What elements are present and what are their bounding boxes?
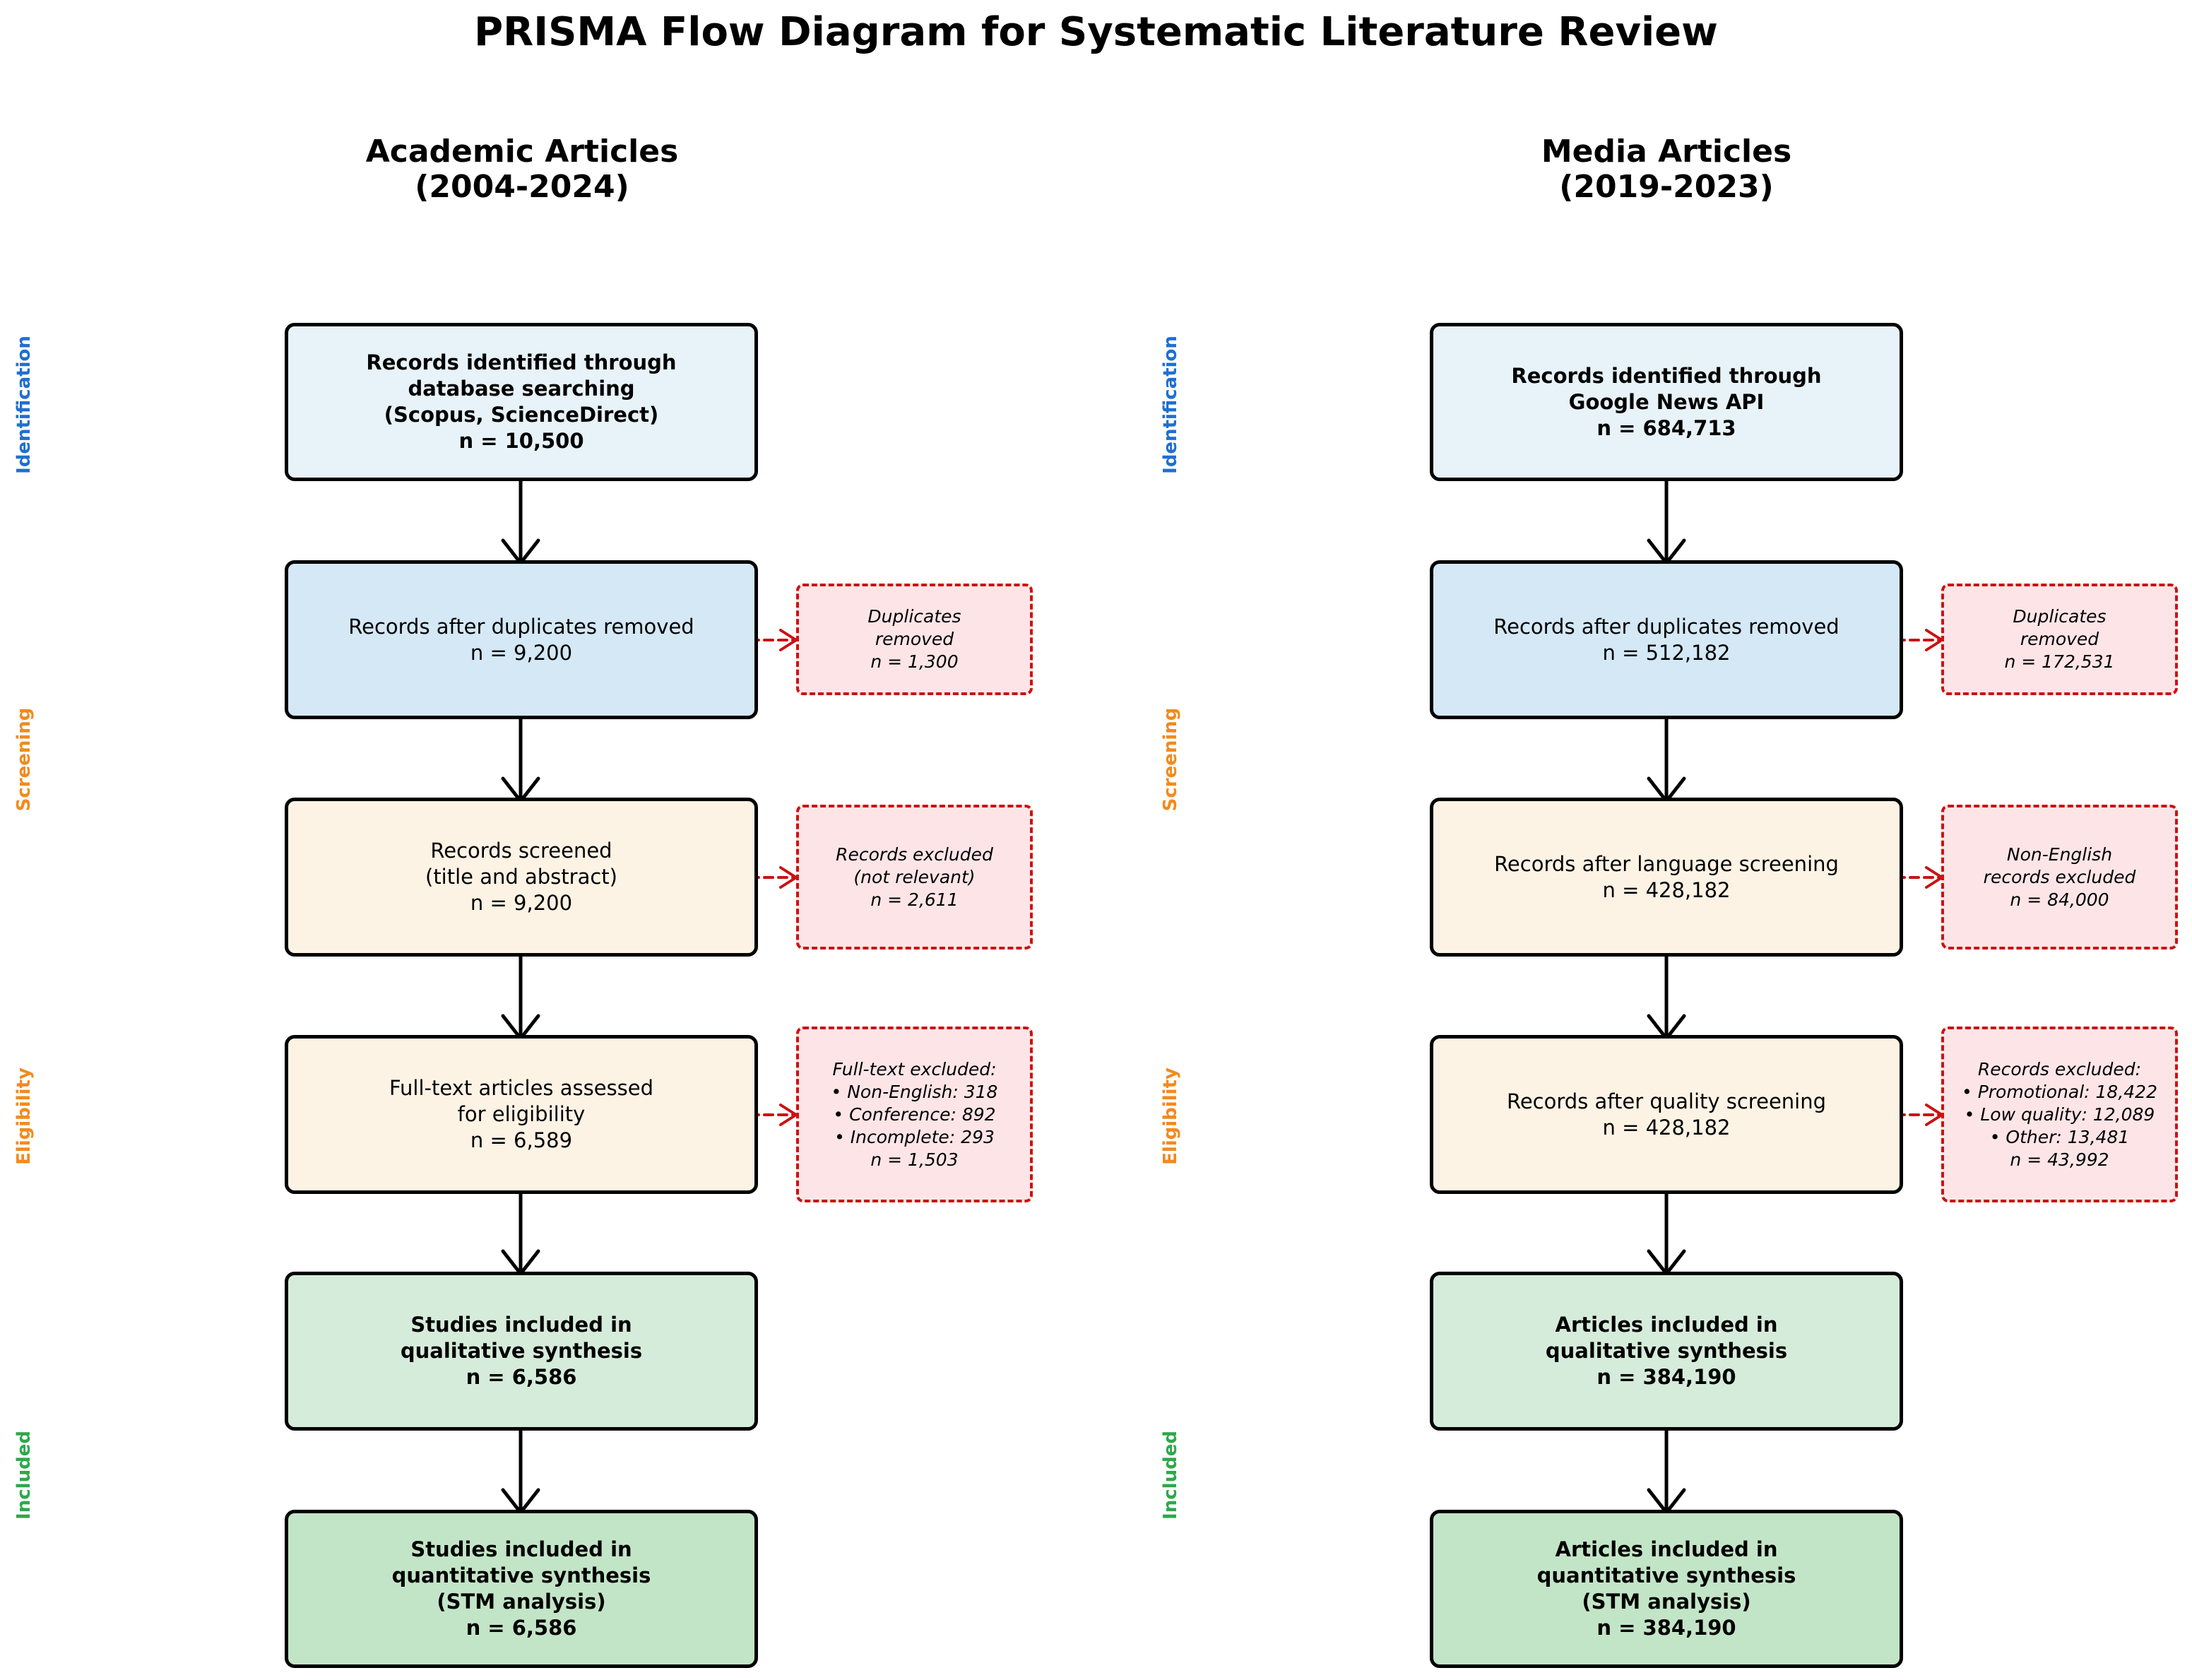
- box-line: n = 9,200: [470, 891, 573, 915]
- excl-line: n = 43,992: [2010, 1149, 2109, 1170]
- excl-line: removed: [2020, 629, 2099, 649]
- academic-heading: Academic Articles (2004-2024): [239, 134, 805, 205]
- academic-heading-line: Academic Articles: [365, 134, 679, 170]
- box-line: Records identified through: [1511, 363, 1822, 388]
- media-heading-line: Media Articles: [1541, 134, 1792, 170]
- academic-qualitative-box: Studies included in qualitative synthesi…: [285, 1272, 758, 1431]
- excl-line: records excluded: [1983, 866, 2136, 887]
- media-excluded-screening-box: Non-English records excluded n = 84,000: [1941, 805, 2178, 950]
- excl-line: • Conference: 892: [833, 1104, 996, 1125]
- box-line: quantitative synthesis: [1536, 1563, 1796, 1587]
- box-line: qualitative synthesis: [400, 1339, 643, 1363]
- box-line: Studies included in: [410, 1537, 632, 1561]
- excl-line: n = 1,503: [870, 1149, 959, 1170]
- box-line: Records after duplicates removed: [348, 614, 694, 639]
- box-line: n = 6,586: [466, 1365, 577, 1389]
- box-line: Records screened: [430, 839, 612, 863]
- box-line: for eligibility: [457, 1102, 586, 1126]
- media-excluded-fulltext-box: Records excluded: • Promotional: 18,422 …: [1941, 1027, 2178, 1202]
- box-line: n = 428,182: [1602, 1115, 1731, 1140]
- box-line: Records after duplicates removed: [1493, 614, 1839, 639]
- box-line: Full-text articles assessed: [389, 1076, 654, 1100]
- box-line: (STM analysis): [1582, 1590, 1751, 1614]
- excl-line: n = 84,000: [2010, 889, 2109, 910]
- media-screened-box: Records after language screening n = 428…: [1430, 798, 1903, 957]
- media-qualitative-box: Articles included in qualitative synthes…: [1430, 1272, 1903, 1431]
- excl-line: Full-text excluded:: [832, 1058, 997, 1079]
- excl-line: Records excluded:: [1977, 1058, 2142, 1079]
- excl-line: n = 2,611: [870, 889, 959, 910]
- excl-line: • Promotional: 18,422: [1962, 1081, 2157, 1102]
- academic-excluded-duplicates-box: Duplicates removed n = 1,300: [796, 584, 1033, 695]
- box-line: Articles included in: [1555, 1537, 1778, 1561]
- box-line: Google News API: [1568, 389, 1765, 414]
- box-line: n = 684,713: [1596, 415, 1736, 440]
- excl-line: n = 1,300: [870, 651, 959, 672]
- box-line: Records identified through: [366, 350, 677, 374]
- diagram-title: PRISMA Flow Diagram for Systematic Liter…: [474, 9, 1718, 55]
- box-line: database searching: [408, 377, 635, 401]
- academic-heading-line: (2004-2024): [415, 169, 629, 205]
- box-line: (title and abstract): [425, 865, 617, 889]
- media-eligibility-box: Records after quality screening n = 428,…: [1430, 1035, 1903, 1194]
- media-quantitative-box: Articles included in quantitative synthe…: [1430, 1510, 1903, 1668]
- box-line: Records after language screening: [1494, 851, 1839, 876]
- excl-line: • Non-English: 318: [831, 1081, 998, 1102]
- excl-line: Records excluded: [836, 844, 993, 865]
- media-heading: Media Articles (2019-2023): [1384, 134, 1949, 205]
- box-line: n = 512,182: [1602, 640, 1731, 665]
- excl-line: • Other: 13,481: [1989, 1126, 2130, 1147]
- box-line: n = 9,200: [470, 640, 573, 665]
- media-heading-line: (2019-2023): [1559, 169, 1774, 205]
- academic-deduplicated-box: Records after duplicates removed n = 9,2…: [285, 560, 758, 719]
- excl-line: Duplicates: [867, 606, 961, 627]
- box-line: n = 428,182: [1602, 877, 1731, 902]
- box-line: n = 384,190: [1596, 1616, 1736, 1640]
- academic-screened-box: Records screened (title and abstract) n …: [285, 798, 758, 957]
- excl-line: n = 172,531: [2004, 651, 2115, 672]
- box-line: Records after quality screening: [1506, 1089, 1827, 1113]
- excl-line: • Low quality: 12,089: [1964, 1104, 2155, 1125]
- excl-line: Duplicates: [2013, 606, 2107, 627]
- box-line: (STM analysis): [437, 1590, 606, 1614]
- excl-line: • Incomplete: 293: [834, 1126, 995, 1147]
- box-line: n = 6,586: [466, 1616, 577, 1640]
- excl-line: (not relevant): [853, 866, 976, 887]
- box-line: Articles included in: [1555, 1313, 1778, 1337]
- box-line: n = 6,589: [470, 1128, 573, 1152]
- box-line: quantitative synthesis: [391, 1563, 651, 1587]
- academic-quantitative-box: Studies included in quantitative synthes…: [285, 1510, 758, 1668]
- box-line: Studies included in: [410, 1313, 632, 1337]
- academic-excluded-screening-box: Records excluded (not relevant) n = 2,61…: [796, 805, 1033, 950]
- academic-identified-box: Records identified through database sear…: [285, 323, 758, 481]
- box-line: qualitative synthesis: [1545, 1339, 1788, 1363]
- media-excluded-duplicates-box: Duplicates removed n = 172,531: [1941, 584, 2178, 695]
- box-line: n = 384,190: [1596, 1365, 1736, 1389]
- excl-line: Non-English: [2006, 844, 2113, 865]
- academic-excluded-fulltext-box: Full-text excluded: • Non-English: 318 •…: [796, 1027, 1033, 1202]
- box-line: (Scopus, ScienceDirect): [384, 403, 659, 427]
- media-identified-box: Records identified through Google News A…: [1430, 323, 1903, 481]
- box-line: n = 10,500: [458, 429, 584, 453]
- academic-eligibility-box: Full-text articles assessed for eligibil…: [285, 1035, 758, 1194]
- media-deduplicated-box: Records after duplicates removed n = 512…: [1430, 560, 1903, 719]
- excl-line: removed: [875, 629, 954, 649]
